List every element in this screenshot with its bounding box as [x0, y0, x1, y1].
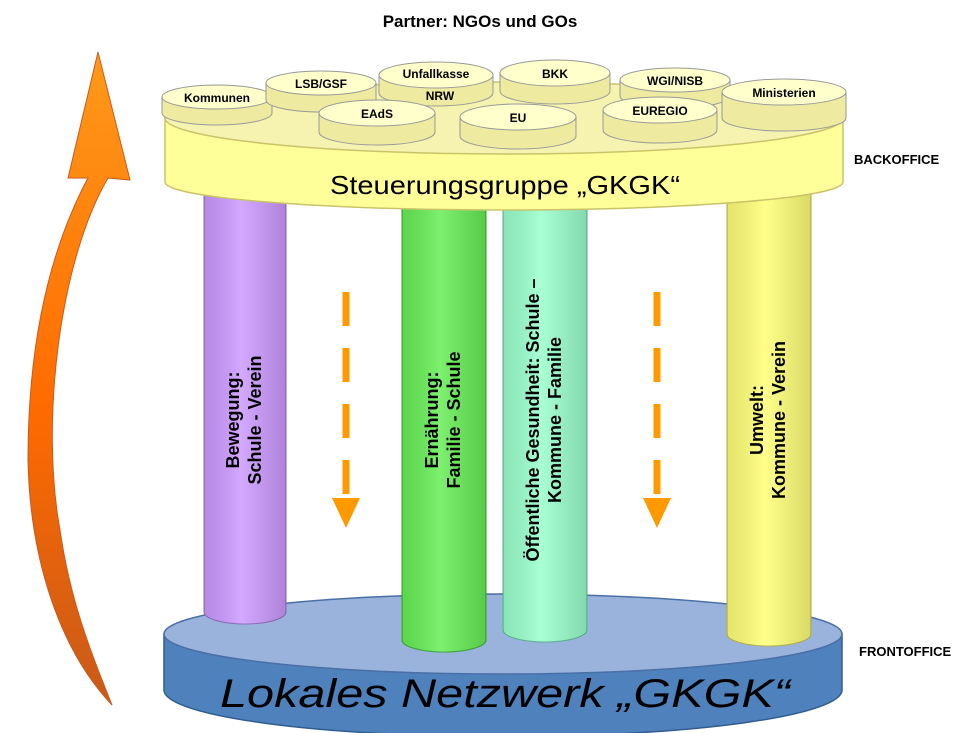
partner-kommunen-label: Kommunen [184, 91, 250, 105]
frontoffice-label: FRONTOFFICE [859, 644, 952, 659]
partner-eu-label: EU [510, 111, 527, 125]
pillar-gesundheit-label-1: Öffentliche Gesundheit: Schule – [523, 278, 543, 561]
local-network-label: Lokales Netzwerk „GKGK“ [220, 672, 793, 716]
partner-unfallkasse-label: Unfallkasse [403, 67, 470, 81]
pillar-umwelt [726, 187, 812, 647]
pillar-umwelt-label-1: Umwelt: [747, 385, 767, 455]
partner-bkk: BKK [499, 59, 611, 105]
pillar-bewegung-label-1: Bewegung: [223, 372, 243, 469]
pillar-gesundheit-label-2: Kommune - Familie [545, 337, 565, 503]
partner-eu: EU [459, 103, 577, 150]
backoffice-label: BACKOFFICE [854, 152, 940, 167]
down-arrow-left [332, 292, 360, 528]
partner-lsb-gsf-label: LSB/GSF [295, 77, 347, 91]
pillar-ernaehrung-label-1: Ernährung: [422, 372, 442, 469]
steering-group-label: Steuerungsgruppe „GKGK“ [330, 170, 680, 200]
partner-unfallkasse-nrw: Unfallkasse NRW [378, 61, 494, 107]
partner-eads-label: EAdS [361, 107, 393, 121]
partner-wgi-nisb-label: WGI/NISB [647, 74, 703, 88]
diagram-title: Partner: NGOs und GOs [383, 12, 578, 31]
local-network-disc [163, 593, 843, 733]
partner-ministerien-label: Ministerien [752, 86, 815, 100]
partner-unfallkasse-label-2: NRW [426, 89, 455, 103]
pillar-oeffentliche-gesundheit [502, 187, 588, 643]
pillar-ernaehrung-label-2: Familie - Schule [444, 351, 464, 488]
partner-ministerien: Ministerien [721, 78, 847, 132]
pillar-bewegung-label-2: Schule - Verein [245, 355, 265, 484]
pillar-umwelt-label-2: Kommune - Verein [769, 341, 789, 499]
pillar-bewegung [203, 187, 287, 625]
partner-eads: EAdS [318, 99, 436, 146]
partner-euregio-label: EUREGIO [632, 104, 687, 118]
down-arrow-right [643, 292, 671, 528]
feedback-curved-arrow [27, 51, 131, 706]
partner-kommunen: Kommunen [161, 84, 273, 126]
pillar-ernaehrung [401, 187, 487, 653]
partner-bkk-label: BKK [542, 67, 568, 81]
partner-euregio: EUREGIO [602, 96, 718, 144]
